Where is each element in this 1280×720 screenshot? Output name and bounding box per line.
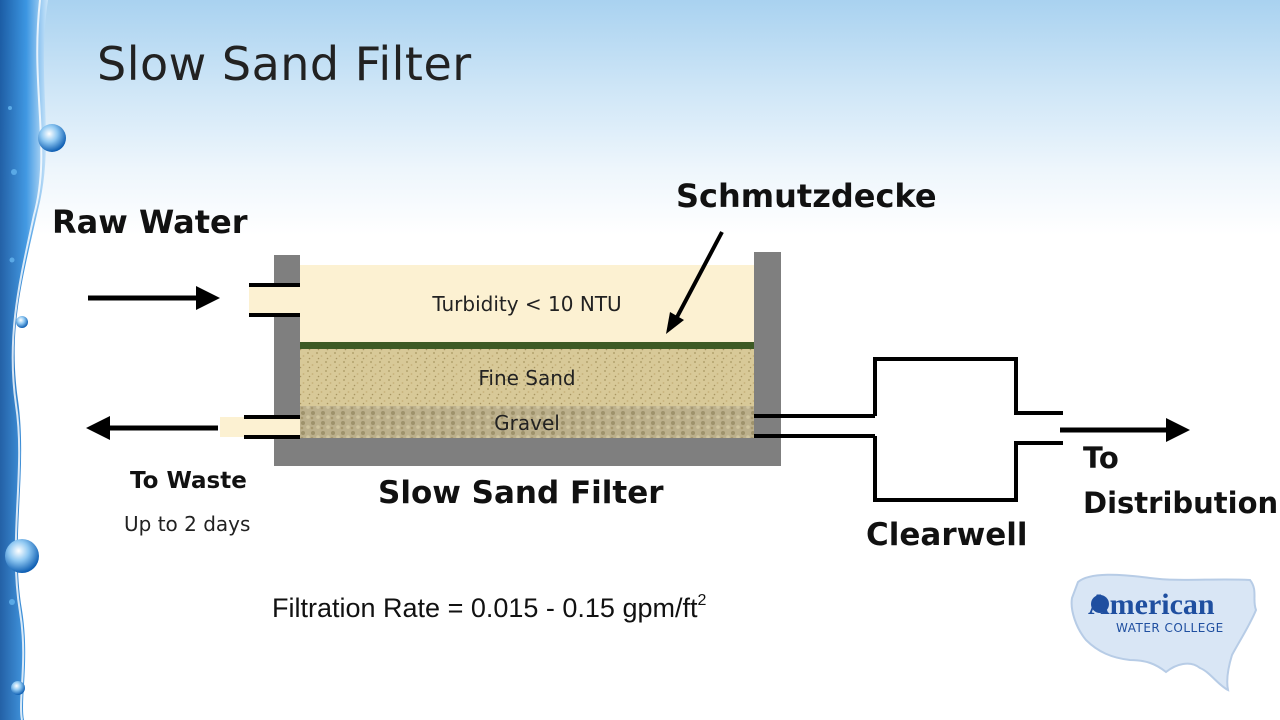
schmutzdecke-label: Schmutzdecke: [676, 177, 937, 215]
schmutzdecke-pointer-head: [666, 312, 684, 334]
tank-floor: [274, 438, 781, 466]
droplet-icon: [5, 539, 39, 573]
logo-name: American: [1088, 588, 1215, 621]
usa-map-icon: [1070, 573, 1258, 692]
to-label: To: [1083, 441, 1119, 475]
gravel-label: Gravel: [494, 411, 560, 435]
inflow-arrow-head: [196, 286, 220, 310]
logo-subtitle: WATER COLLEGE: [1116, 621, 1224, 635]
droplet-icon: [38, 124, 66, 152]
clearwell-tank: [873, 357, 1063, 502]
inlet-pipe: [249, 285, 300, 315]
turbidity-label: Turbidity < 10 NTU: [432, 292, 622, 316]
gravel-layer: [300, 406, 754, 438]
filtration-rate-formula: Filtration Rate = 0.015 - 0.15 gpm/ft2: [272, 592, 706, 624]
schmutzdecke-layer: [300, 342, 754, 349]
formula-text: Filtration Rate = 0.015 - 0.15 gpm/ft: [272, 593, 698, 623]
distribution-label: Distribution: [1083, 486, 1279, 520]
to-waste-label: To Waste: [130, 468, 247, 494]
water-layer: [300, 265, 754, 343]
fine-sand-label: Fine Sand: [478, 366, 576, 390]
waste-pipe: [220, 417, 300, 437]
formula-superscript: 2: [697, 592, 707, 609]
waste-arrow-head: [86, 416, 110, 440]
retention-time-label: Up to 2 days: [124, 512, 251, 536]
slide-title: Slow Sand Filter: [97, 37, 472, 91]
distribution-arrow-head: [1166, 418, 1190, 442]
tank-right-wall: [754, 252, 781, 466]
raw-water-label: Raw Water: [52, 203, 248, 241]
logo-droplet-icon: [1091, 595, 1109, 613]
clearwell-label: Clearwell: [866, 517, 1028, 553]
fine-sand-layer: [300, 349, 754, 406]
decorative-border: [0, 0, 66, 720]
filter-name-label: Slow Sand Filter: [378, 475, 664, 511]
